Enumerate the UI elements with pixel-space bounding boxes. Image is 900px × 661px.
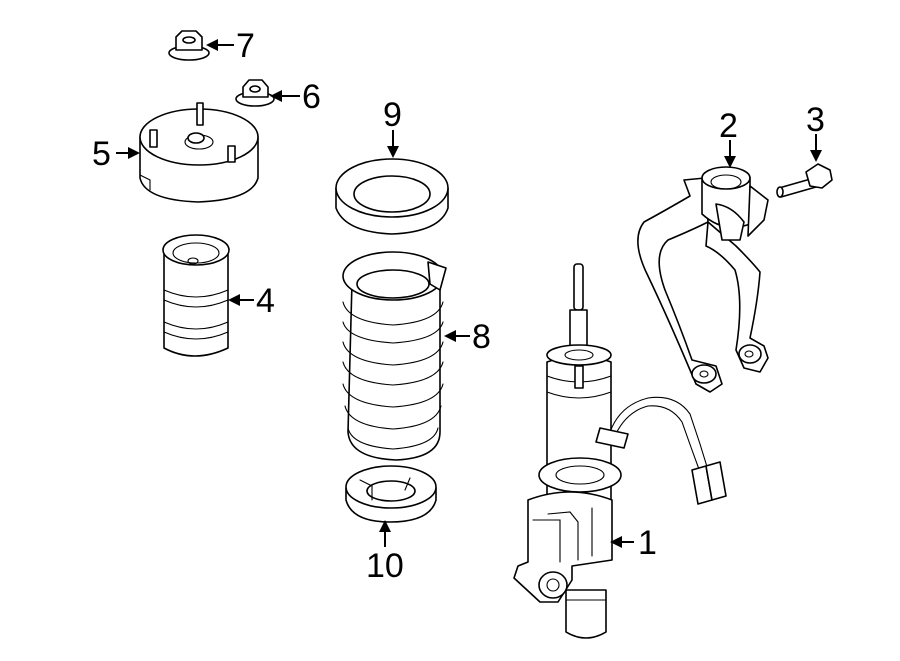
part-1-strut-assembly — [513, 263, 727, 639]
callout-2: 2 — [719, 107, 738, 168]
callout-number: 6 — [302, 78, 321, 116]
callout-7: 7 — [206, 27, 255, 65]
callout-5: 5 — [92, 135, 140, 173]
callout-number: 4 — [256, 282, 275, 320]
callout-number: 7 — [236, 27, 255, 65]
callout-number: 3 — [806, 101, 825, 139]
part-6-nut — [235, 79, 275, 107]
part-2-steering-knuckle — [637, 166, 769, 393]
callout-4: 4 — [228, 282, 275, 320]
callout-number: 5 — [92, 135, 111, 173]
callout-6: 6 — [270, 78, 321, 116]
callout-number: 10 — [366, 547, 404, 585]
part-9-spring-seat — [335, 158, 449, 235]
part-5-strut-mount — [139, 102, 259, 203]
part-4-dust-boot — [162, 234, 230, 357]
part-8-coil-spring — [342, 251, 447, 461]
part-10-lower-spring-seat — [345, 465, 437, 523]
callout-9: 9 — [383, 96, 402, 158]
callout-3: 3 — [806, 101, 825, 162]
part-3-bolt — [776, 163, 833, 198]
callout-number: 9 — [383, 96, 402, 134]
callout-8: 8 — [444, 318, 491, 356]
callout-number: 8 — [472, 318, 491, 356]
callout-number: 1 — [638, 524, 657, 562]
callout-1: 1 — [610, 524, 657, 562]
callout-number: 2 — [719, 107, 738, 145]
callout-10: 10 — [366, 520, 404, 585]
part-7-nut — [168, 30, 210, 61]
